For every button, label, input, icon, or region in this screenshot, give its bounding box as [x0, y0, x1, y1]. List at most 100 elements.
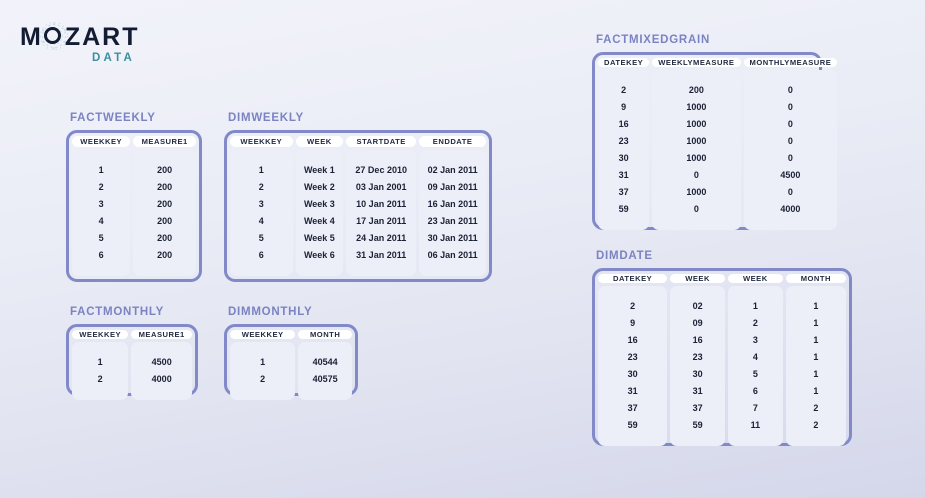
- mozart-data-logo: M ZART DATA: [20, 22, 180, 68]
- table-cell: Week 5: [303, 233, 335, 243]
- column-header[interactable]: WEEKKEY: [72, 330, 129, 339]
- table-cell: 6: [98, 250, 104, 260]
- table-cell: 4000: [151, 374, 172, 384]
- table-title: DIMDATE: [596, 250, 653, 262]
- table-cell: 1000: [686, 153, 707, 163]
- table-cell: 1: [258, 165, 264, 175]
- table-cell: 2: [621, 85, 627, 95]
- table-cell: 2: [813, 420, 819, 430]
- table-cell: 7: [752, 403, 758, 413]
- table-cell: 40575: [312, 374, 338, 384]
- table-cell: 200: [157, 250, 173, 260]
- table-cell: 0: [787, 85, 793, 95]
- table-cell: 23: [627, 352, 638, 362]
- table-cell: 1: [813, 352, 819, 362]
- table-cell: 0: [787, 119, 793, 129]
- table-cell: 03 Jan 2001: [355, 182, 407, 192]
- table-cell: 1000: [686, 119, 707, 129]
- table-cell: 31: [627, 386, 638, 396]
- column-header[interactable]: MONTHLYMEASURE: [743, 58, 838, 67]
- table-cell: 1: [813, 318, 819, 328]
- table-cell: 1: [98, 165, 104, 175]
- column-header[interactable]: WEEK: [727, 274, 783, 283]
- table-grid: WEEKKEY 1 2 MONTH 40544 40575: [224, 324, 358, 400]
- table-title: DIMMONTHLY: [228, 306, 313, 318]
- table-cell: 6: [752, 386, 758, 396]
- table-cell: 23: [692, 352, 703, 362]
- table-cell: 16: [618, 119, 629, 129]
- table-cell: 37: [692, 403, 703, 413]
- column-body: 40544 40575: [298, 342, 352, 400]
- logo-wordmark-pre: M: [20, 23, 43, 51]
- table-cell: 16: [692, 335, 703, 345]
- table-cell: Week 2: [303, 182, 335, 192]
- column-header[interactable]: WEEKKEY: [72, 136, 131, 147]
- table-cell: 30: [627, 369, 638, 379]
- table-cell: 09: [692, 318, 703, 328]
- table-cell: 1000: [686, 102, 707, 112]
- column-header[interactable]: ENDDATE: [419, 136, 486, 147]
- table-cell: 200: [157, 182, 173, 192]
- table-cell: 3: [98, 199, 104, 209]
- column-header[interactable]: WEEK: [295, 136, 344, 147]
- column-header[interactable]: DATEKEY: [598, 274, 668, 283]
- table-cell: 1000: [686, 187, 707, 197]
- table-cell: Week 1: [303, 165, 335, 175]
- table-cell: Week 4: [303, 216, 335, 226]
- table-cell: 1: [260, 357, 266, 367]
- table-column: MONTH 40544 40575: [298, 330, 352, 400]
- table-cell: 31: [618, 170, 629, 180]
- column-header[interactable]: DATEKEY: [598, 58, 650, 67]
- column-header[interactable]: STARTDATE: [346, 136, 417, 147]
- table-cell: 30 Jan 2011: [427, 233, 478, 243]
- table-cell: 4: [752, 352, 758, 362]
- column-header[interactable]: WEEKLYMEASURE: [652, 58, 741, 67]
- table-cell: 2: [260, 374, 266, 384]
- table-cell: 0: [693, 204, 699, 214]
- table-cell: 16 Jan 2011: [427, 199, 478, 209]
- column-header[interactable]: MEASURE1: [133, 136, 197, 147]
- table-cell: 24 Jan 2011: [356, 233, 407, 243]
- table-cell: 02: [692, 301, 703, 311]
- column-header[interactable]: WEEK: [670, 274, 725, 283]
- table-cell: 5: [752, 369, 758, 379]
- table-cell: 4: [258, 216, 264, 226]
- table-cell: 59: [627, 420, 638, 430]
- table-cell: 2: [98, 182, 104, 192]
- table-card-dimmonthly: DIMMONTHLY WEEKKEY 1 2 MONTH 40544 40575: [224, 306, 358, 400]
- column-header[interactable]: MEASURE1: [131, 330, 193, 339]
- column-header[interactable]: MONTH: [298, 330, 352, 339]
- column-header[interactable]: WEEKKEY: [230, 330, 296, 339]
- table-cell: 0: [787, 187, 793, 197]
- column-header[interactable]: WEEKKEY: [230, 136, 293, 147]
- table-cell: 40544: [312, 357, 338, 367]
- table-cell: 4500: [151, 357, 172, 367]
- column-header[interactable]: MONTH: [785, 274, 847, 283]
- table-cell: 200: [157, 216, 173, 226]
- table-cell: 23: [618, 136, 629, 146]
- table-cell: 4: [98, 216, 104, 226]
